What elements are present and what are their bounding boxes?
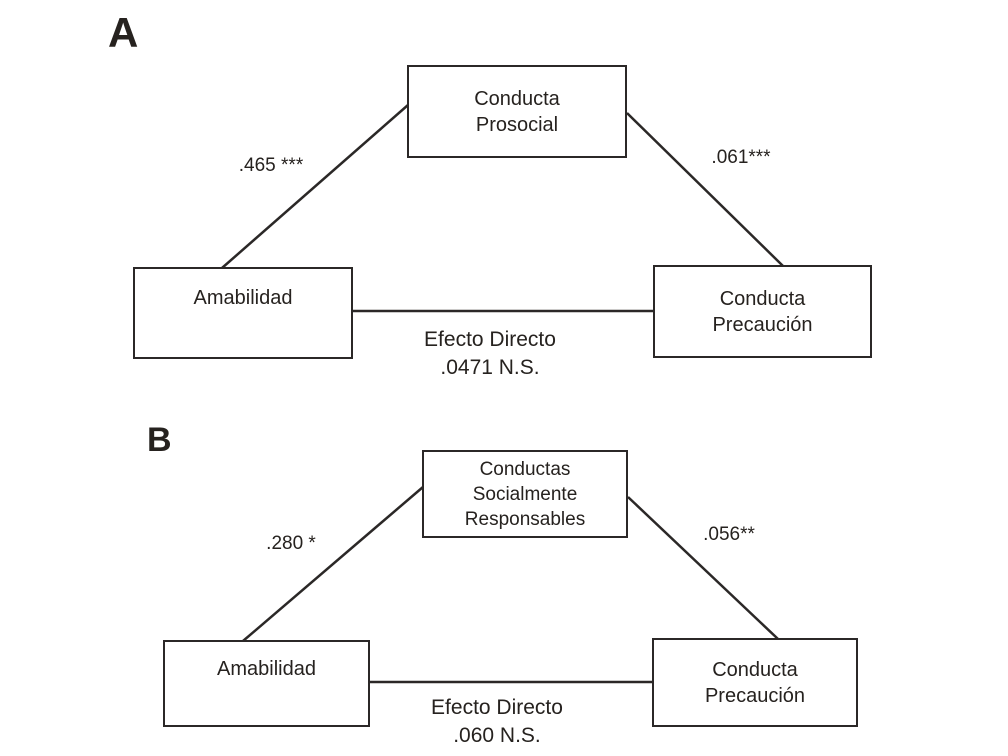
panel-b-path-b-coefficient: .056** [703,524,755,545]
panel-a-path-mediator-to-outcome [626,112,784,267]
panel-b-path-a-coefficient: .280 * [266,533,316,554]
panel-a-direct-effect-label: Efecto Directo .0471 N.S. [424,328,556,379]
panel-b-outcome-box-text: Conducta Precaución [704,658,806,707]
panel-a-label: A [108,9,139,56]
panel-a-path-predictor-to-mediator [221,104,409,269]
panel-a-mediator-box: Conducta Prosocial [407,65,627,158]
panel-b-predictor-box: Amabilidad [163,640,370,727]
panel-a-predictor-box-text: Amabilidad [193,287,293,309]
panel-b-direct-effect-label: Efecto Directo .060 N.S. [431,696,563,747]
panel-a-outcome-box-text: Conducta Precaución [712,287,813,336]
panel-a-path-b-coefficient: .061*** [711,147,771,168]
panel-b-predictor-box-text: Amabilidad [217,657,316,680]
panel-b-mediator-box-text: Conductas Socialmente Responsables [464,458,586,530]
panel-b-path-mediator-to-outcome [627,496,779,640]
panel-b-label: B [147,421,172,459]
panel-a-path-a-coefficient: .465 *** [238,155,304,176]
panel-a-outcome-box: Conducta Precaución [653,265,872,358]
panel-b-outcome-box: Conducta Precaución [652,638,858,727]
panel-a-predictor-box: Amabilidad [133,267,353,359]
panel-b-mediator-box: Conductas Socialmente Responsables [422,450,628,538]
panel-b-path-predictor-to-mediator [242,486,424,642]
panel-a-mediator-box-text: Conducta Prosocial [474,87,560,136]
